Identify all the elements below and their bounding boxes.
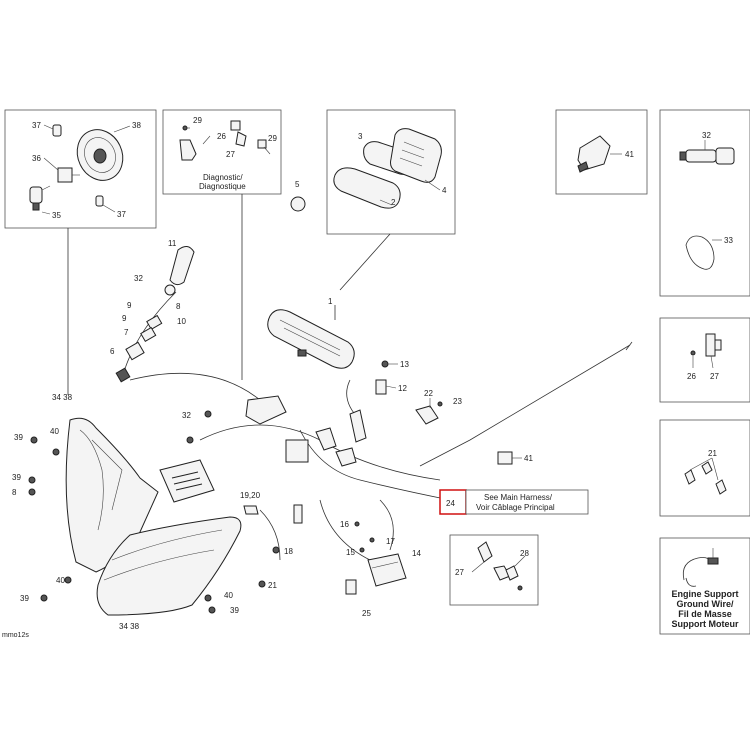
engine-support-label-1: Engine Support	[672, 589, 739, 599]
gauge-cluster	[267, 309, 355, 369]
fasteners-right	[204, 594, 216, 614]
callout-9: 9	[122, 314, 127, 323]
callout-39: 39	[20, 594, 29, 603]
callout-5: 5	[295, 180, 300, 189]
callout-29: 29	[193, 116, 202, 125]
engine-support-label-3: Fil de Masse	[678, 609, 732, 619]
callout-11: 11	[168, 239, 177, 248]
callout-8: 8	[12, 488, 17, 497]
see-main-harness-fr: Voir Câblage Principal	[476, 503, 555, 512]
callout-27: 27	[455, 568, 464, 577]
callout-28: 28	[520, 549, 529, 558]
callout-8: 8	[176, 302, 181, 311]
callout-34-38: 34 38	[52, 393, 73, 402]
bulb-37a	[43, 124, 62, 137]
callout-40: 40	[50, 427, 59, 436]
engine-support-label-4: Support Moteur	[672, 619, 739, 629]
engine-support-label-2: Ground Wire/	[677, 599, 734, 609]
callout-41: 41	[524, 454, 533, 463]
see-main-harness-en: See Main Harness/	[484, 493, 553, 502]
callout-39: 39	[14, 433, 23, 442]
callout-9: 9	[127, 301, 132, 310]
callout-29: 29	[268, 134, 277, 143]
clip-41-main	[497, 451, 522, 465]
clip-41	[577, 135, 622, 173]
callout-40: 40	[56, 576, 65, 585]
callout-13: 13	[400, 360, 409, 369]
headlamp-connector-chain	[115, 246, 195, 383]
callout-3: 3	[358, 132, 363, 141]
fasteners-left	[28, 436, 72, 602]
harness-junction	[245, 395, 367, 467]
callout-40: 40	[224, 591, 233, 600]
diagram-code: mmo12s	[2, 632, 29, 639]
callout-19-20: 19,20	[240, 491, 261, 500]
bulb-37b	[95, 195, 116, 213]
callout-23: 23	[453, 397, 462, 406]
callout-26: 26	[687, 372, 696, 381]
callout-39: 39	[12, 473, 21, 482]
callout-10: 10	[177, 317, 186, 326]
callout-7: 7	[124, 328, 129, 337]
callout-17: 17	[386, 537, 395, 546]
callout-2: 2	[391, 198, 396, 207]
callout-34-38: 34 38	[119, 622, 140, 631]
callout-35: 35	[52, 211, 61, 220]
callout-37: 37	[117, 210, 126, 219]
connector-26-27	[690, 333, 722, 369]
callout-32: 32	[702, 131, 711, 140]
highlight-callout-24: 24	[446, 499, 455, 508]
callout-4: 4	[442, 186, 447, 195]
callout-14: 14	[412, 549, 421, 558]
callout-25: 25	[362, 609, 371, 618]
callout-26: 26	[217, 132, 226, 141]
callout-21: 21	[708, 449, 717, 458]
main-harness-ref	[439, 489, 589, 515]
callout-15: 15	[346, 548, 355, 557]
callout-16: 16	[340, 520, 349, 529]
callout-18-20: 18	[284, 547, 293, 556]
callout-33: 33	[724, 236, 733, 245]
callout-39: 39	[230, 606, 239, 615]
switch-22-23	[415, 398, 443, 425]
cable-tie-33	[685, 235, 722, 270]
terminals-27-28	[471, 541, 526, 591]
inset-headlamp-bulbs	[4, 109, 157, 229]
terminal-21	[684, 457, 727, 495]
callout-27: 27	[710, 372, 719, 381]
connector-32-left	[186, 410, 212, 444]
wiring-harness	[67, 194, 633, 561]
ground-wire	[682, 548, 719, 587]
right-headlight-housing	[96, 516, 242, 616]
inset-26-27	[659, 317, 750, 403]
callout-1: 1	[328, 297, 333, 306]
bulb-35	[29, 185, 51, 215]
callout-6: 6	[110, 347, 115, 356]
callout-12: 12	[398, 384, 407, 393]
connector-32	[679, 140, 735, 165]
callout-41: 41	[625, 150, 634, 159]
callout-22: 22	[424, 389, 433, 398]
callout-27: 27	[226, 150, 235, 159]
diagnostique-label: Diagnostique	[199, 182, 246, 191]
callout-21: 21	[268, 581, 277, 590]
callout-37: 37	[32, 121, 41, 130]
connectors-12-13	[375, 360, 398, 395]
callout-32: 32	[134, 274, 143, 283]
relay-module-14	[345, 521, 407, 595]
callout-36: 36	[32, 154, 41, 163]
warning-sticker	[159, 459, 215, 503]
inset-engine-ground	[659, 537, 750, 635]
diagnostic-label: Diagnostic/	[203, 173, 243, 182]
headlamp-reflector	[76, 125, 131, 181]
callout-38: 38	[132, 121, 141, 130]
bulb-holder-36	[43, 157, 80, 183]
callout-32: 32	[182, 411, 191, 420]
wiring-19-20-21	[243, 504, 303, 588]
gauge-assembly	[290, 128, 442, 212]
diagnostic-connector	[179, 120, 271, 161]
inset-27-28	[449, 534, 539, 606]
